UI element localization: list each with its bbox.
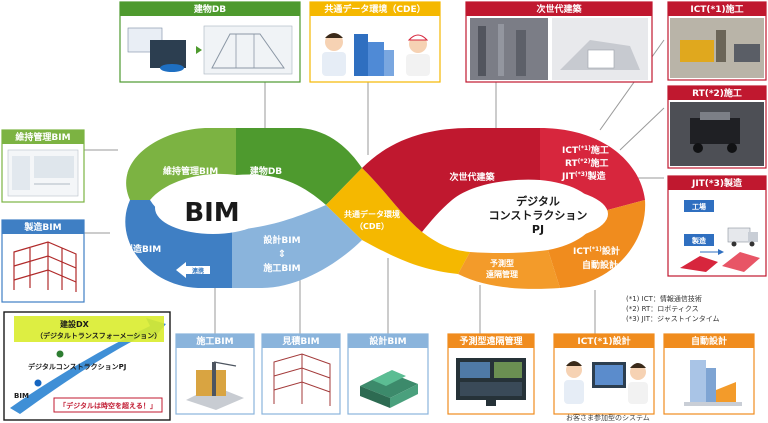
card-auto-design-title: 自動設計 bbox=[691, 335, 727, 347]
connector-lines bbox=[84, 39, 665, 334]
maintenance-illustration bbox=[7, 149, 79, 197]
loop-jit-make: JIT(*3)製造 bbox=[561, 170, 607, 182]
center-pj-line3: PJ bbox=[532, 223, 544, 236]
right-loop-hole bbox=[468, 187, 608, 241]
card-manufacture-bim-title: 製造BIM bbox=[23, 221, 61, 233]
loop-construction-bim: 施工BIM bbox=[263, 262, 300, 274]
ict-design-illustration bbox=[564, 361, 648, 404]
rt-construct-illustration bbox=[670, 102, 764, 166]
jit-illustration: 工場 製造 bbox=[680, 200, 760, 272]
card-manufacture-bim: 製造BIM bbox=[1, 219, 85, 303]
footer-caption: お客さま参加型のシステム bbox=[566, 414, 650, 422]
design-illustration bbox=[360, 370, 418, 408]
segment-ict-rt-jit bbox=[540, 128, 645, 212]
segment-ict-design bbox=[548, 200, 646, 288]
card-next-gen-title: 次世代建築 bbox=[536, 3, 582, 15]
dx-slogan: 「デジタルは時空を超える！」 bbox=[59, 401, 157, 410]
card-ict-design: ICT(*1)設計 bbox=[553, 333, 655, 415]
loop-auto-design: 自動設計 bbox=[582, 259, 618, 271]
loop-labels: BIM デジタル コンストラクション PJ 維持管理BIM 建物DB 共通データ… bbox=[123, 144, 620, 279]
center-bim-label: BIM bbox=[184, 198, 239, 228]
loop-arrow: ⇕ bbox=[278, 249, 286, 260]
dx-bim: BIM bbox=[14, 392, 29, 400]
segment-next-gen bbox=[362, 128, 540, 232]
card-rt-construct-title: RT(*2)施工 bbox=[692, 87, 742, 99]
footnote-2: (*2) RT：ロボティクス bbox=[626, 305, 699, 313]
center-pj-line1: デジタル bbox=[516, 194, 560, 208]
card-design-bim-title: 設計BIM bbox=[369, 335, 406, 347]
card-estimate-bim: 見積BIM bbox=[261, 333, 341, 415]
footnote-3: (*3) JIT：ジャストインタイム bbox=[626, 315, 720, 323]
loop-ict-construct: ICT(*1)施工 bbox=[562, 144, 609, 156]
card-ict-construct-title: ICT(*1)施工 bbox=[690, 3, 743, 15]
loop-manufacture-bim: 製造BIM bbox=[123, 243, 161, 255]
loop-building-db: 建物DB bbox=[250, 165, 282, 177]
card-construction-bim-title: 施工BIM bbox=[196, 335, 233, 347]
dx-line1: 建設DX bbox=[59, 319, 90, 329]
segment-maintenance-bim bbox=[126, 128, 236, 200]
predictive-illustration bbox=[456, 358, 526, 406]
card-next-gen: 次世代建築 bbox=[465, 1, 653, 83]
infinity-loop bbox=[125, 128, 646, 289]
dx-pj: デジタルコンストラクションPJ bbox=[28, 362, 126, 371]
dx-box: 建設DX （デジタルトランスフォーメーション） デジタルコンストラクションPJ … bbox=[3, 311, 171, 421]
center-pj-line2: コンストラクション bbox=[489, 209, 588, 222]
estimate-illustration bbox=[273, 353, 331, 406]
card-rt-construct: RT(*2)施工 bbox=[667, 85, 767, 169]
next-gen-illustration bbox=[470, 18, 648, 80]
card-construction-bim: 施工BIM bbox=[175, 333, 255, 415]
loop-maintenance-bim: 維持管理BIM bbox=[163, 165, 218, 177]
link-badge-label: 連携 bbox=[192, 267, 204, 275]
card-estimate-bim-title: 見積BIM bbox=[281, 335, 319, 347]
cde-illustration bbox=[322, 33, 430, 76]
loop-predictive-line2: 遠隔管理 bbox=[486, 269, 518, 279]
segment-cde bbox=[326, 168, 470, 274]
link-badge: 連携 bbox=[176, 262, 210, 278]
segment-design-bim bbox=[232, 205, 362, 288]
building-db-illustration bbox=[127, 25, 293, 75]
manufacture-illustration bbox=[13, 241, 77, 292]
card-maintenance-bim: 維持管理BIM bbox=[1, 129, 85, 203]
segment-building-db bbox=[205, 128, 362, 205]
card-predictive: 予測型遠隔管理 bbox=[447, 333, 535, 415]
jit-making-label: 製造 bbox=[691, 236, 707, 245]
segment-predictive bbox=[458, 250, 560, 289]
card-auto-design: 自動設計 bbox=[663, 333, 755, 415]
footnotes: (*1) ICT：情報通信技術 (*2) RT：ロボティクス (*3) JIT：… bbox=[626, 294, 766, 324]
card-design-bim: 設計BIM bbox=[347, 333, 429, 415]
ict-construct-illustration bbox=[670, 18, 764, 78]
card-predictive-title: 予測型遠隔管理 bbox=[459, 335, 522, 347]
loop-ict-design: ICT(*1)設計 bbox=[573, 245, 620, 257]
dx-line2: （デジタルトランスフォーメーション） bbox=[36, 331, 161, 340]
jit-factory-label: 工場 bbox=[692, 202, 706, 211]
loop-cde-line1: 共通データ環境 bbox=[344, 209, 400, 219]
auto-design-illustration bbox=[684, 360, 742, 406]
card-building-db-title: 建物DB bbox=[194, 3, 226, 15]
card-cde: 共通データ環境（CDE） bbox=[309, 1, 441, 83]
card-building-db: 建物DB bbox=[119, 1, 301, 83]
card-ict-design-title: ICT(*1)設計 bbox=[577, 335, 630, 347]
card-jit-make: JIT(*3)製造 工場 製造 bbox=[667, 175, 767, 277]
loop-predictive-line1: 予測型 bbox=[490, 258, 514, 268]
loop-rt-construct: RT(*2)施工 bbox=[565, 157, 608, 169]
footnote-1: (*1) ICT：情報通信技術 bbox=[626, 295, 702, 303]
card-cde-title: 共通データ環境（CDE） bbox=[324, 3, 425, 15]
loop-design-bim: 設計BIM bbox=[263, 234, 300, 246]
card-ict-construct: ICT(*1)施工 bbox=[667, 1, 767, 81]
construction-illustration bbox=[186, 361, 244, 410]
card-maintenance-bim-title: 維持管理BIM bbox=[15, 131, 70, 143]
loop-next-gen: 次世代建築 bbox=[449, 171, 495, 183]
card-jit-make-title: JIT(*3)製造 bbox=[691, 177, 743, 189]
left-loop-hole bbox=[155, 182, 271, 234]
loop-cde-line2: （CDE） bbox=[355, 221, 389, 231]
